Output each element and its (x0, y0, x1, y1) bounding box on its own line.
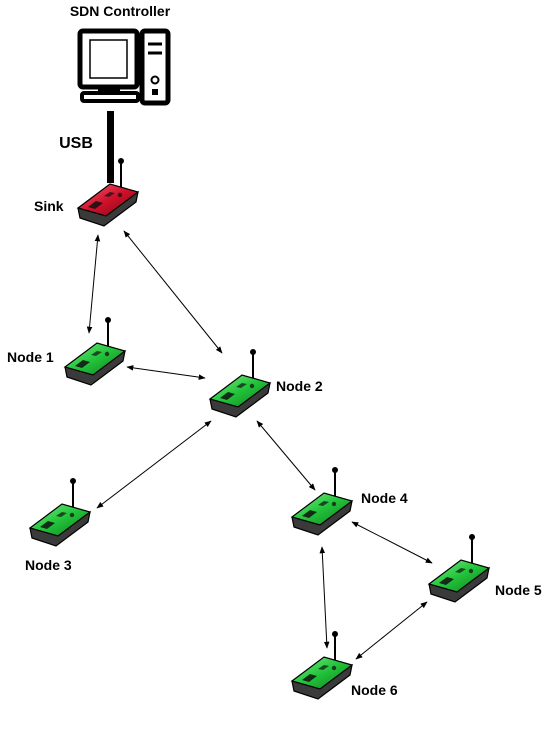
link-node4-node5 (351, 521, 433, 564)
node-label-node6: Node 6 (351, 682, 398, 698)
link-layer (86, 230, 433, 660)
mote-node5 (427, 534, 491, 603)
led-node6 (331, 665, 337, 671)
mote-node4 (290, 467, 354, 536)
led-node1 (104, 351, 110, 357)
node-label-node5: Node 5 (495, 582, 542, 598)
link-node2-node3 (96, 420, 212, 509)
led-node2 (249, 383, 255, 389)
antenna-tip-node1 (105, 317, 111, 323)
link-node5-node6 (355, 601, 428, 660)
link-node1-node2 (126, 365, 206, 380)
link-node2-node4 (256, 420, 316, 491)
chip2-node5 (455, 568, 466, 573)
node-label-node3: Node 3 (25, 557, 72, 573)
node-labels: Sink Node 1 Node 2 Node 3 Node 4 Node 5 … (7, 198, 542, 698)
chip-node5 (439, 577, 454, 585)
computer-icon (77, 28, 171, 106)
controller-label: SDN Controller (70, 3, 171, 19)
mote-sink (76, 158, 140, 227)
antenna-tip-node2 (250, 349, 256, 355)
chip-node2 (220, 392, 235, 400)
led-node5 (468, 568, 474, 574)
node-label-node4: Node 4 (361, 490, 408, 506)
usb-label: USB (59, 135, 93, 152)
node-label-sink: Sink (34, 198, 64, 214)
led-sink (117, 192, 123, 198)
chip-node4 (302, 510, 317, 518)
node-label-node2: Node 2 (276, 378, 323, 394)
usb-cable (107, 111, 114, 183)
link-sink-node1 (86, 234, 101, 334)
chip-node6 (302, 674, 317, 682)
chip2-node6 (318, 665, 329, 670)
node-label-node1: Node 1 (7, 349, 54, 365)
chip2-node3 (56, 512, 67, 517)
antenna-tip-node6 (332, 631, 338, 637)
mote-node3 (28, 478, 92, 547)
antenna-tip-sink (118, 158, 124, 164)
mote-node6 (290, 631, 354, 700)
chip-node3 (40, 521, 55, 529)
sdn-controller: SDN Controller USB (59, 3, 171, 183)
mote-node1 (63, 317, 127, 386)
chip-node1 (75, 360, 90, 368)
link-sink-node2 (123, 230, 223, 354)
link-node4-node6 (319, 546, 330, 649)
antenna-tip-node3 (70, 478, 76, 484)
led-node3 (69, 512, 75, 518)
chip2-node2 (236, 383, 247, 388)
chip2-node4 (318, 501, 329, 506)
chip2-node1 (91, 351, 102, 356)
chip-sink (88, 201, 103, 209)
antenna-tip-node5 (469, 534, 475, 540)
mote-node2 (208, 349, 272, 418)
chip2-sink (104, 192, 115, 197)
mote-layer (28, 158, 491, 700)
led-node4 (331, 501, 337, 507)
antenna-tip-node4 (332, 467, 338, 473)
